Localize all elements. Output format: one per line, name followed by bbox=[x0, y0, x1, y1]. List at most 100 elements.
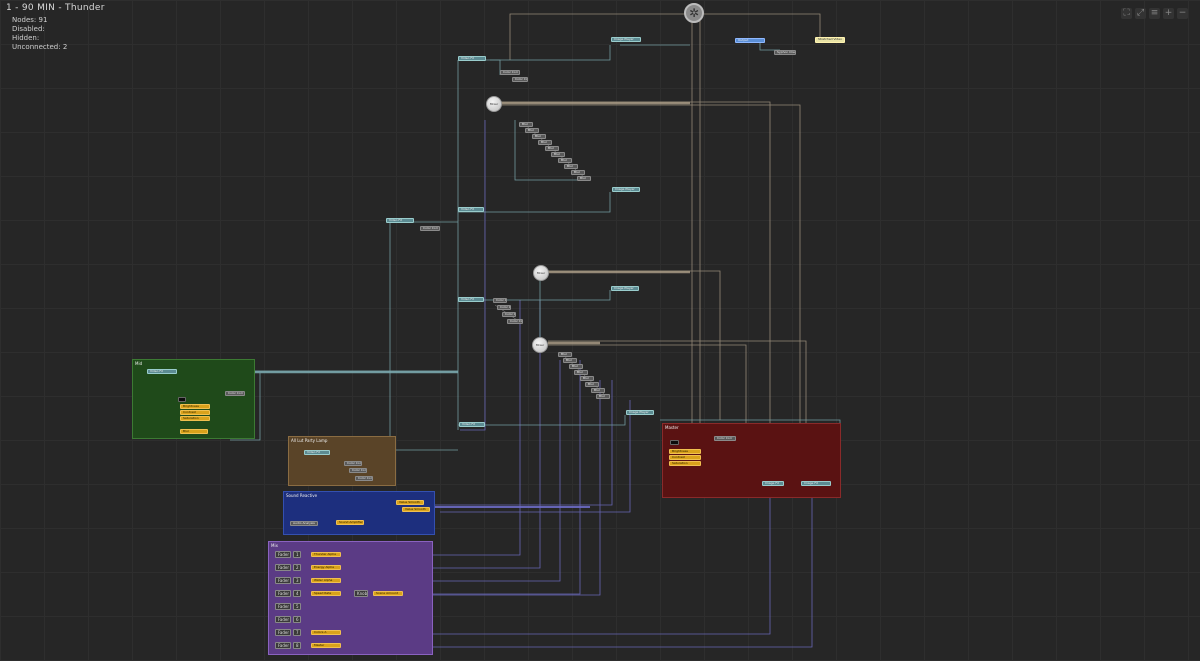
image-fx-node[interactable]: Image FX bbox=[801, 481, 831, 486]
color-corr-node[interactable]: Color Corr bbox=[500, 70, 520, 75]
fader-row: Fader 6 bbox=[275, 616, 435, 624]
brightness-param[interactable]: Brightness bbox=[180, 404, 210, 409]
fx-node[interactable]: Blur bbox=[596, 394, 610, 399]
mixer-node[interactable]: Mixer bbox=[486, 96, 502, 112]
color-corr-node[interactable]: Color Corr bbox=[714, 436, 736, 441]
image-player-node[interactable]: Image Player bbox=[612, 187, 640, 192]
fader-target[interactable]: Speed Rate bbox=[311, 591, 341, 596]
sound-amp-node[interactable]: Sound Amplifier bbox=[336, 520, 364, 525]
group-label: Mid bbox=[135, 361, 143, 366]
fader-3[interactable]: Fader bbox=[275, 577, 291, 584]
fx-node[interactable]: Blur bbox=[564, 164, 578, 169]
group-mix[interactable]: Mix bbox=[268, 541, 433, 655]
fx-node[interactable]: Blur bbox=[558, 352, 572, 357]
color-corr-node[interactable]: Color Corr bbox=[225, 391, 245, 396]
main-hub-icon[interactable]: ✲ bbox=[684, 3, 704, 23]
fader-1[interactable]: Fader bbox=[275, 551, 291, 558]
fader-5[interactable]: Fader bbox=[275, 603, 291, 610]
fx-node[interactable]: Blur bbox=[532, 134, 546, 139]
fx-node[interactable]: Color Corr bbox=[349, 468, 367, 473]
stretched-video-node[interactable]: Stretched Video bbox=[815, 37, 845, 43]
fx-node[interactable]: Blur bbox=[585, 382, 599, 387]
fader-target[interactable]: Master bbox=[311, 643, 341, 648]
group-lut-lamp[interactable]: All Lut Party Lamp bbox=[288, 436, 396, 486]
fx-node[interactable]: Color Corr bbox=[502, 312, 516, 317]
image-player-node[interactable]: Image Player bbox=[611, 286, 639, 291]
window-title: 1 - 90 MIN - Thunder bbox=[6, 3, 105, 13]
group-label: Master bbox=[665, 425, 679, 430]
contrast-param[interactable]: Contrast bbox=[669, 455, 701, 460]
group-label: Sound Reactive bbox=[286, 493, 318, 498]
fader-num: 7 bbox=[293, 629, 301, 636]
video-fx-node[interactable]: Video FX bbox=[386, 218, 414, 223]
fx-node[interactable]: Blur bbox=[574, 370, 588, 375]
contrast-param[interactable]: Contrast bbox=[180, 410, 210, 415]
fx-node[interactable]: Blur bbox=[591, 388, 605, 393]
fx-node[interactable]: Color Corr bbox=[497, 305, 511, 310]
video-fx-node[interactable]: Video FX bbox=[458, 56, 486, 61]
value-smooth-node[interactable]: Value Smooth bbox=[396, 500, 424, 505]
fader-target[interactable]: Colors A bbox=[311, 630, 341, 635]
group-label: Mix bbox=[271, 543, 278, 548]
fx-node[interactable]: Blur bbox=[577, 176, 591, 181]
fader-2[interactable]: Fader bbox=[275, 564, 291, 571]
group-sound-reactive[interactable]: Sound Reactive bbox=[283, 491, 435, 535]
fx-node[interactable]: Blur bbox=[538, 140, 552, 145]
color-corr-node[interactable]: Color Corr bbox=[420, 226, 440, 231]
fader-num: 2 bbox=[293, 564, 301, 571]
fader-target[interactable]: Thunder Alpha bbox=[311, 552, 341, 557]
fader-target[interactable]: Energy Alpha bbox=[311, 565, 341, 570]
saturation-param[interactable]: Saturation bbox=[669, 461, 701, 466]
zoom-out-icon[interactable]: − bbox=[1177, 8, 1188, 19]
fader-6[interactable]: Fader bbox=[275, 616, 291, 623]
video-fx-node[interactable]: Video FX bbox=[459, 422, 485, 427]
fx-node[interactable]: Color Corr bbox=[493, 298, 507, 303]
video-fx-node[interactable]: Video FX bbox=[458, 207, 484, 212]
saturation-param[interactable]: Saturation bbox=[180, 416, 210, 421]
output-node[interactable]: Output bbox=[735, 38, 765, 43]
fx-node[interactable]: Color Corr bbox=[344, 461, 362, 466]
knob-node[interactable]: Knob bbox=[354, 590, 368, 597]
audio-analysis-node[interactable]: Audio Analysis bbox=[290, 521, 318, 526]
fader-num: 3 bbox=[293, 577, 301, 584]
video-fx-node[interactable]: Video FX bbox=[304, 450, 330, 455]
fx-node[interactable]: Color Corr bbox=[507, 319, 523, 324]
zoom-in-icon[interactable]: + bbox=[1163, 8, 1174, 19]
fx-node[interactable]: Blur bbox=[569, 364, 583, 369]
fx-node[interactable]: Blur bbox=[558, 158, 572, 163]
image-fx-node[interactable]: Image FX bbox=[762, 481, 784, 486]
expand-icon[interactable]: ⤢ bbox=[1135, 8, 1146, 19]
stat-unconnected: Unconnected: 2 bbox=[12, 43, 68, 51]
mixer-node[interactable]: Mixer bbox=[533, 265, 549, 281]
color-corr-node[interactable]: Color Corr bbox=[512, 77, 528, 82]
fx-node[interactable]: Blur bbox=[551, 152, 565, 157]
fx-node[interactable]: Blur bbox=[519, 122, 533, 127]
list-icon[interactable]: ≡ bbox=[1149, 8, 1160, 19]
image-player-node[interactable]: Image Player bbox=[611, 37, 641, 42]
fx-node[interactable]: Blur bbox=[563, 358, 577, 363]
graph-stats: Nodes: 91 Disabled: Hidden: Unconnected:… bbox=[12, 16, 67, 52]
stat-hidden: Hidden: bbox=[12, 34, 40, 42]
blur-param[interactable]: Blur bbox=[180, 429, 208, 434]
fader-4[interactable]: Fader bbox=[275, 590, 291, 597]
fader-target[interactable]: Water Alpha bbox=[311, 578, 341, 583]
fx-node[interactable]: Color Corr bbox=[355, 476, 373, 481]
scene-amount-node[interactable]: Scene Amount bbox=[373, 591, 403, 596]
video-fx-node[interactable]: Video FX bbox=[147, 369, 177, 374]
fader-8[interactable]: Fader bbox=[275, 642, 291, 649]
image-player-node[interactable]: Image Player bbox=[626, 410, 654, 415]
value-smooth-node[interactable]: Value Smooth bbox=[402, 507, 430, 512]
fx-node[interactable]: Blur bbox=[571, 170, 585, 175]
brightness-param[interactable]: Brightness bbox=[669, 449, 701, 454]
video-fx-node[interactable]: Video FX bbox=[458, 297, 484, 302]
preview-swatch bbox=[178, 397, 186, 402]
fit-view-icon[interactable]: ⛶ bbox=[1121, 8, 1132, 19]
fx-node[interactable]: Blur bbox=[580, 376, 594, 381]
mixer-node[interactable]: Mixer bbox=[532, 337, 548, 353]
fader-7[interactable]: Fader bbox=[275, 629, 291, 636]
syphon-node[interactable]: Syphon Client bbox=[774, 50, 796, 55]
fader-row: Fader 8 Master bbox=[275, 642, 435, 650]
fx-node[interactable]: Blur bbox=[545, 146, 559, 151]
fx-node[interactable]: Blur bbox=[525, 128, 539, 133]
